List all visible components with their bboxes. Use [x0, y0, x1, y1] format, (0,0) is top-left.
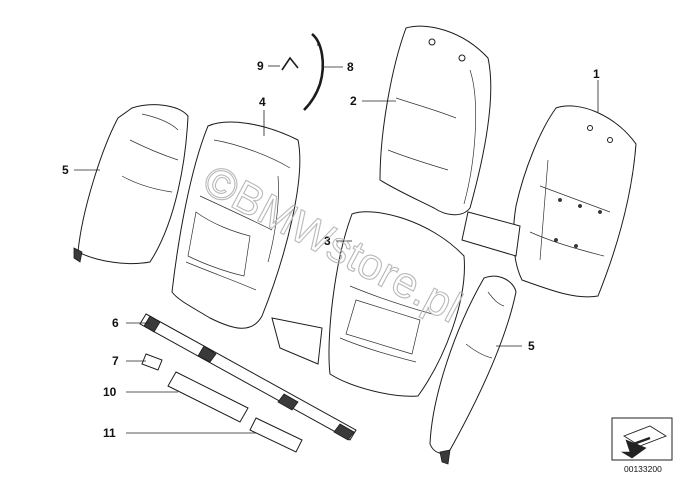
callout-6: 6	[112, 316, 119, 330]
leader-lines	[74, 65, 599, 434]
part-8-rod	[303, 32, 325, 111]
part-2-backrest-cover-right	[379, 25, 492, 216]
part-9-clip	[281, 56, 299, 71]
part-10-sleeve	[167, 371, 249, 423]
part-5-side-panel-right	[429, 275, 517, 465]
diagram-code: 00133200	[624, 464, 662, 474]
callout-7: 7	[112, 354, 119, 368]
orientation-arrow-icon	[611, 417, 673, 461]
callout-4: 4	[259, 95, 266, 109]
callout-9: 9	[257, 59, 264, 73]
callouts: 1 2 3 4 5 5 6 7 8 9 10 11	[62, 59, 600, 440]
part-6-tube	[139, 313, 357, 441]
part-5-side-panel-left	[73, 104, 189, 265]
part-7-end-cap	[141, 353, 163, 371]
callout-3: 3	[324, 234, 331, 248]
callout-5-right: 5	[528, 339, 535, 353]
callout-8: 8	[347, 60, 354, 74]
callout-11: 11	[103, 426, 116, 440]
part-4-backrest-cover-left	[171, 121, 301, 329]
callout-2: 2	[350, 94, 357, 108]
part-11-cover-sleeve	[249, 417, 303, 453]
part-3-backrest-cover-centre	[271, 211, 465, 397]
callout-5-left: 5	[62, 163, 69, 177]
part-1-backrest-frame	[461, 105, 637, 298]
callout-1: 1	[593, 67, 600, 81]
callout-10: 10	[103, 385, 117, 399]
